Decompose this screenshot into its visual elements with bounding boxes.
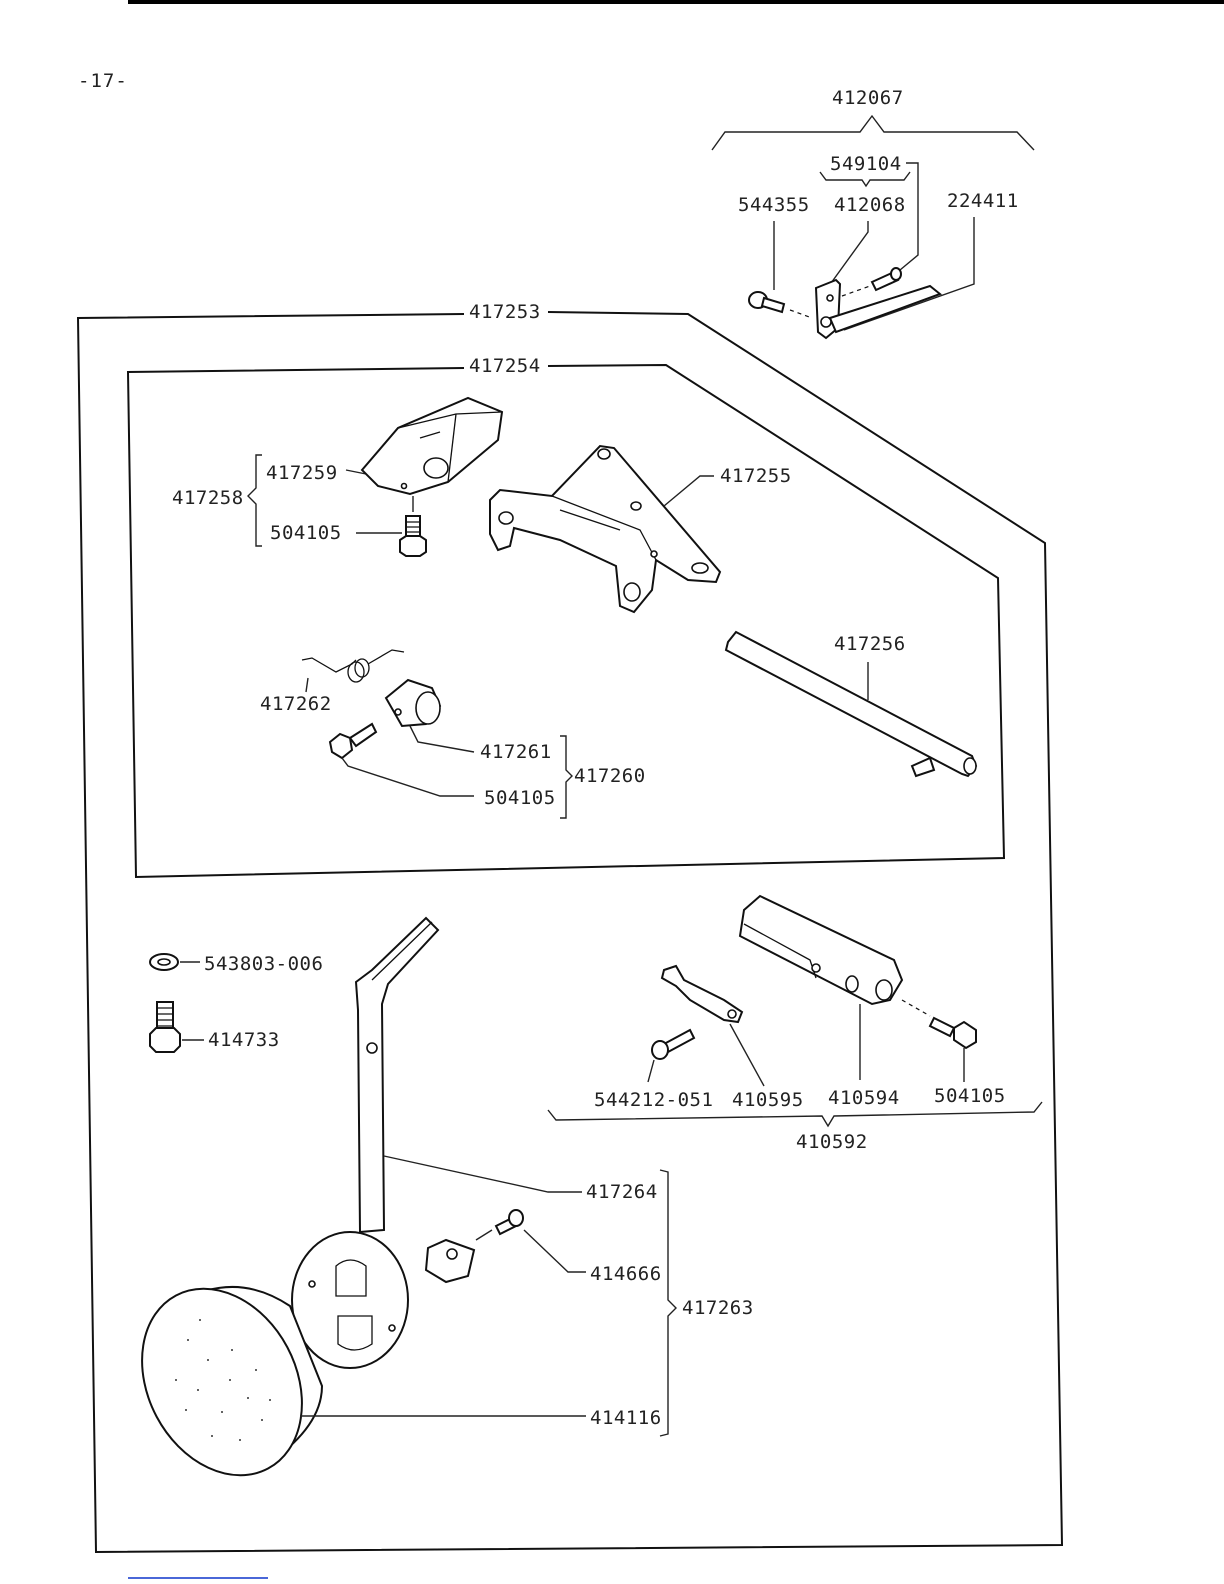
brace-417260	[560, 736, 572, 818]
tube-410594	[740, 896, 902, 1004]
label-224411: 224411	[947, 190, 1019, 212]
leader-clip	[476, 1230, 492, 1240]
plate-417255	[490, 446, 720, 612]
leader-417261	[410, 726, 474, 752]
label-412067: 412067	[832, 87, 904, 109]
label-417258: 417258	[172, 487, 244, 509]
label-417256: 417256	[834, 633, 906, 655]
label-504105-c: 504105	[934, 1085, 1006, 1107]
part-417262: 417262	[260, 650, 404, 715]
label-417263: 417263	[682, 1297, 754, 1319]
part-417256: 417256	[726, 632, 976, 776]
part-414733: 414733	[150, 1002, 280, 1052]
leader-549104	[900, 163, 918, 270]
label-417259: 417259	[266, 462, 338, 484]
block-417259-drawing	[362, 398, 502, 494]
label-410595: 410595	[732, 1089, 804, 1111]
brace-417258	[248, 455, 262, 546]
label-504105-b: 504105	[484, 787, 556, 809]
label-417264: 417264	[586, 1181, 658, 1203]
part-417255: 417255	[490, 446, 792, 612]
label-544355: 544355	[738, 194, 810, 216]
plate-410595	[662, 966, 742, 1022]
screw-414666	[496, 1210, 523, 1234]
group-417263: 417264 414666 414116 417263	[111, 918, 754, 1503]
label-414733: 414733	[208, 1029, 280, 1051]
collar-417261	[386, 680, 440, 726]
leader-412068	[826, 221, 868, 290]
leader-544212-051	[648, 1060, 654, 1082]
label-414666: 414666	[590, 1263, 662, 1285]
group-410592: 544212-051 410595 410594 504105 410592	[548, 896, 1042, 1153]
label-417254: 417254	[469, 355, 541, 377]
bolt-504105-b	[330, 724, 376, 758]
label-543803-006: 543803-006	[204, 953, 323, 975]
screw-544212-051	[652, 1030, 694, 1059]
bolt-504105-a	[400, 516, 426, 556]
leader-414666	[524, 1230, 586, 1272]
label-417262: 417262	[260, 693, 332, 715]
label-417260: 417260	[574, 765, 646, 787]
label-410592: 410592	[796, 1131, 868, 1153]
leader-504105-b	[342, 758, 474, 796]
group-412067: 412067 549104 544355 412068 224411	[712, 87, 1034, 338]
bolt-504105-c	[930, 1018, 976, 1048]
leader-410595	[730, 1024, 764, 1086]
screw-544355	[749, 292, 784, 312]
label-417253: 417253	[469, 301, 541, 323]
label-549104: 549104	[830, 153, 902, 175]
label-410594: 410594	[828, 1087, 900, 1109]
group-417258: 417258 417259 504105	[172, 398, 502, 556]
disc-plate	[292, 1232, 408, 1368]
part-543803-006: 543803-006	[150, 953, 323, 975]
label-504105-a: 504105	[270, 522, 342, 544]
group-417260: 417261 504105 417260	[330, 680, 646, 818]
leader-417262	[306, 678, 308, 692]
label-544212-051: 544212-051	[594, 1089, 713, 1111]
label-417255: 417255	[720, 465, 792, 487]
brace-417263	[660, 1170, 676, 1436]
label-412068: 412068	[834, 194, 906, 216]
label-417261: 417261	[480, 741, 552, 763]
bracket-412067	[712, 116, 1034, 150]
label-414116: 414116	[590, 1407, 662, 1429]
clip-fastener	[426, 1240, 474, 1282]
bracket-412068-drawing	[790, 280, 940, 338]
rod-417264	[356, 918, 438, 1232]
screw-549104	[872, 268, 901, 290]
leader-417264	[384, 1156, 582, 1192]
leader-417255	[664, 476, 714, 506]
